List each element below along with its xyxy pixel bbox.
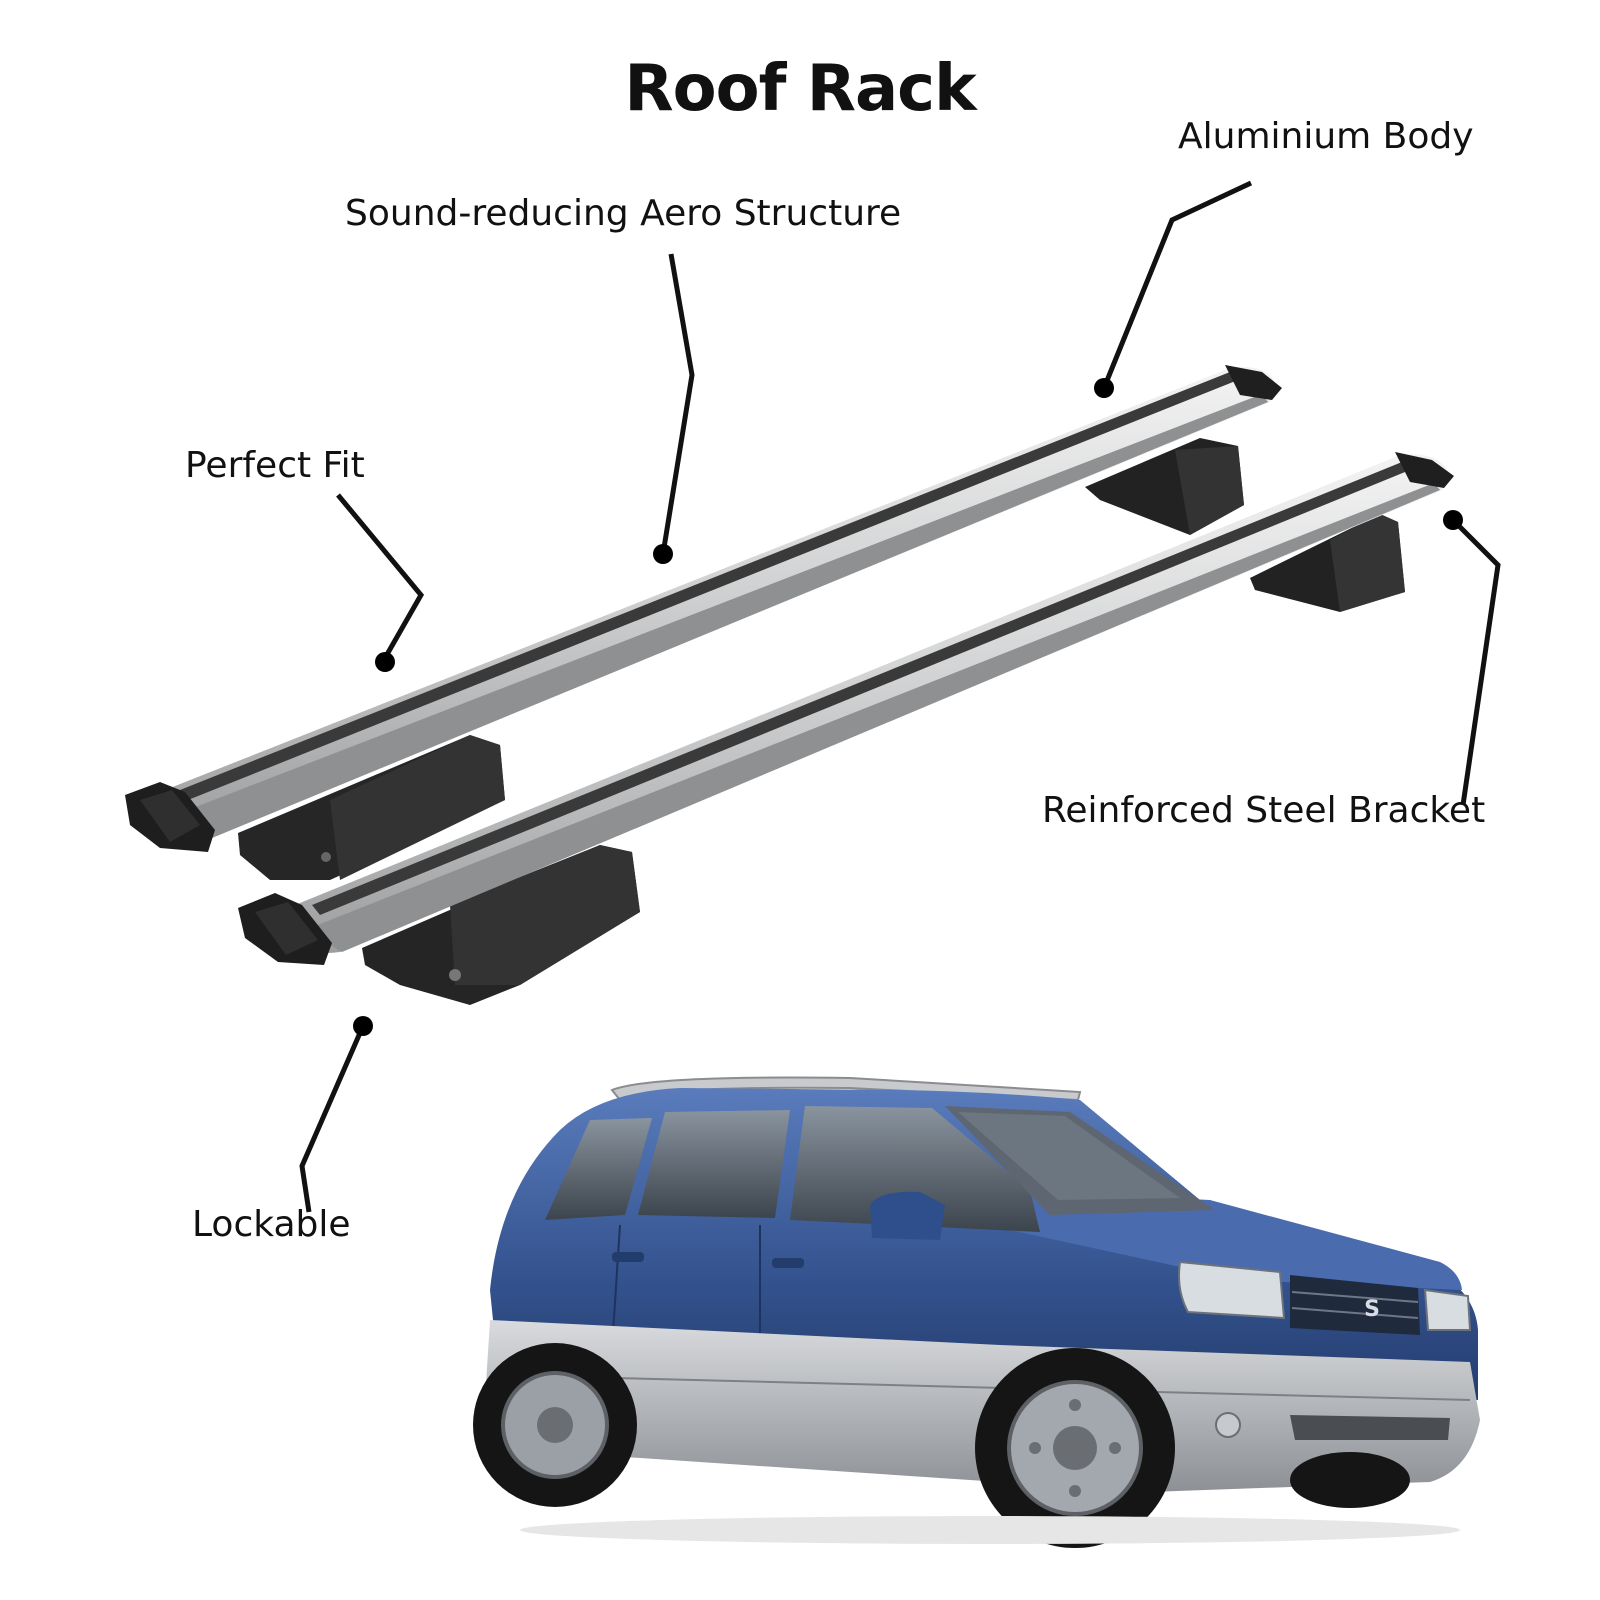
fog-light xyxy=(1215,1412,1241,1438)
leader-steel xyxy=(1451,518,1501,806)
callout-lockable: Lockable xyxy=(192,1204,351,1245)
callout-steel-bracket: Reinforced Steel Bracket xyxy=(1042,790,1486,831)
roof-bar-rear xyxy=(125,365,1282,880)
callout-aero-structure: Sound-reducing Aero Structure xyxy=(345,193,902,234)
end-cap-front-right xyxy=(1395,452,1454,488)
callout-dots xyxy=(353,378,1463,1036)
leader-lockable xyxy=(299,1025,366,1213)
headlight-right xyxy=(1423,1288,1472,1331)
dot-perfect-fit xyxy=(375,652,395,672)
rear-quarter-window xyxy=(545,1118,652,1220)
door-handle-rear xyxy=(612,1252,644,1262)
dot-lockable xyxy=(353,1016,373,1036)
suv-vehicle: S xyxy=(473,1076,1480,1548)
roof-bar-front xyxy=(238,452,1454,1005)
front-door-window xyxy=(790,1106,1040,1232)
door-handle-front xyxy=(772,1258,804,1268)
dot-steel xyxy=(1443,510,1463,530)
wheel-rear xyxy=(473,1343,637,1507)
callout-lines xyxy=(299,180,1501,1213)
leader-aluminium xyxy=(1101,180,1253,389)
leader-aero xyxy=(660,253,695,555)
dot-aluminium xyxy=(1094,378,1114,398)
leader-perfect-fit xyxy=(336,493,425,660)
callout-aluminium-body: Aluminium Body xyxy=(1178,116,1474,157)
end-cap-rear-right xyxy=(1225,365,1282,400)
wheel-front xyxy=(975,1348,1175,1548)
page-title: Roof Rack xyxy=(624,52,976,126)
side-mirror xyxy=(870,1191,945,1240)
headlight-left xyxy=(1178,1260,1286,1320)
dot-aero xyxy=(653,544,673,564)
rear-door-window xyxy=(638,1110,790,1218)
front-grille xyxy=(1290,1275,1420,1335)
brand-badge: S xyxy=(1364,1297,1380,1322)
callout-perfect-fit: Perfect Fit xyxy=(185,445,365,486)
